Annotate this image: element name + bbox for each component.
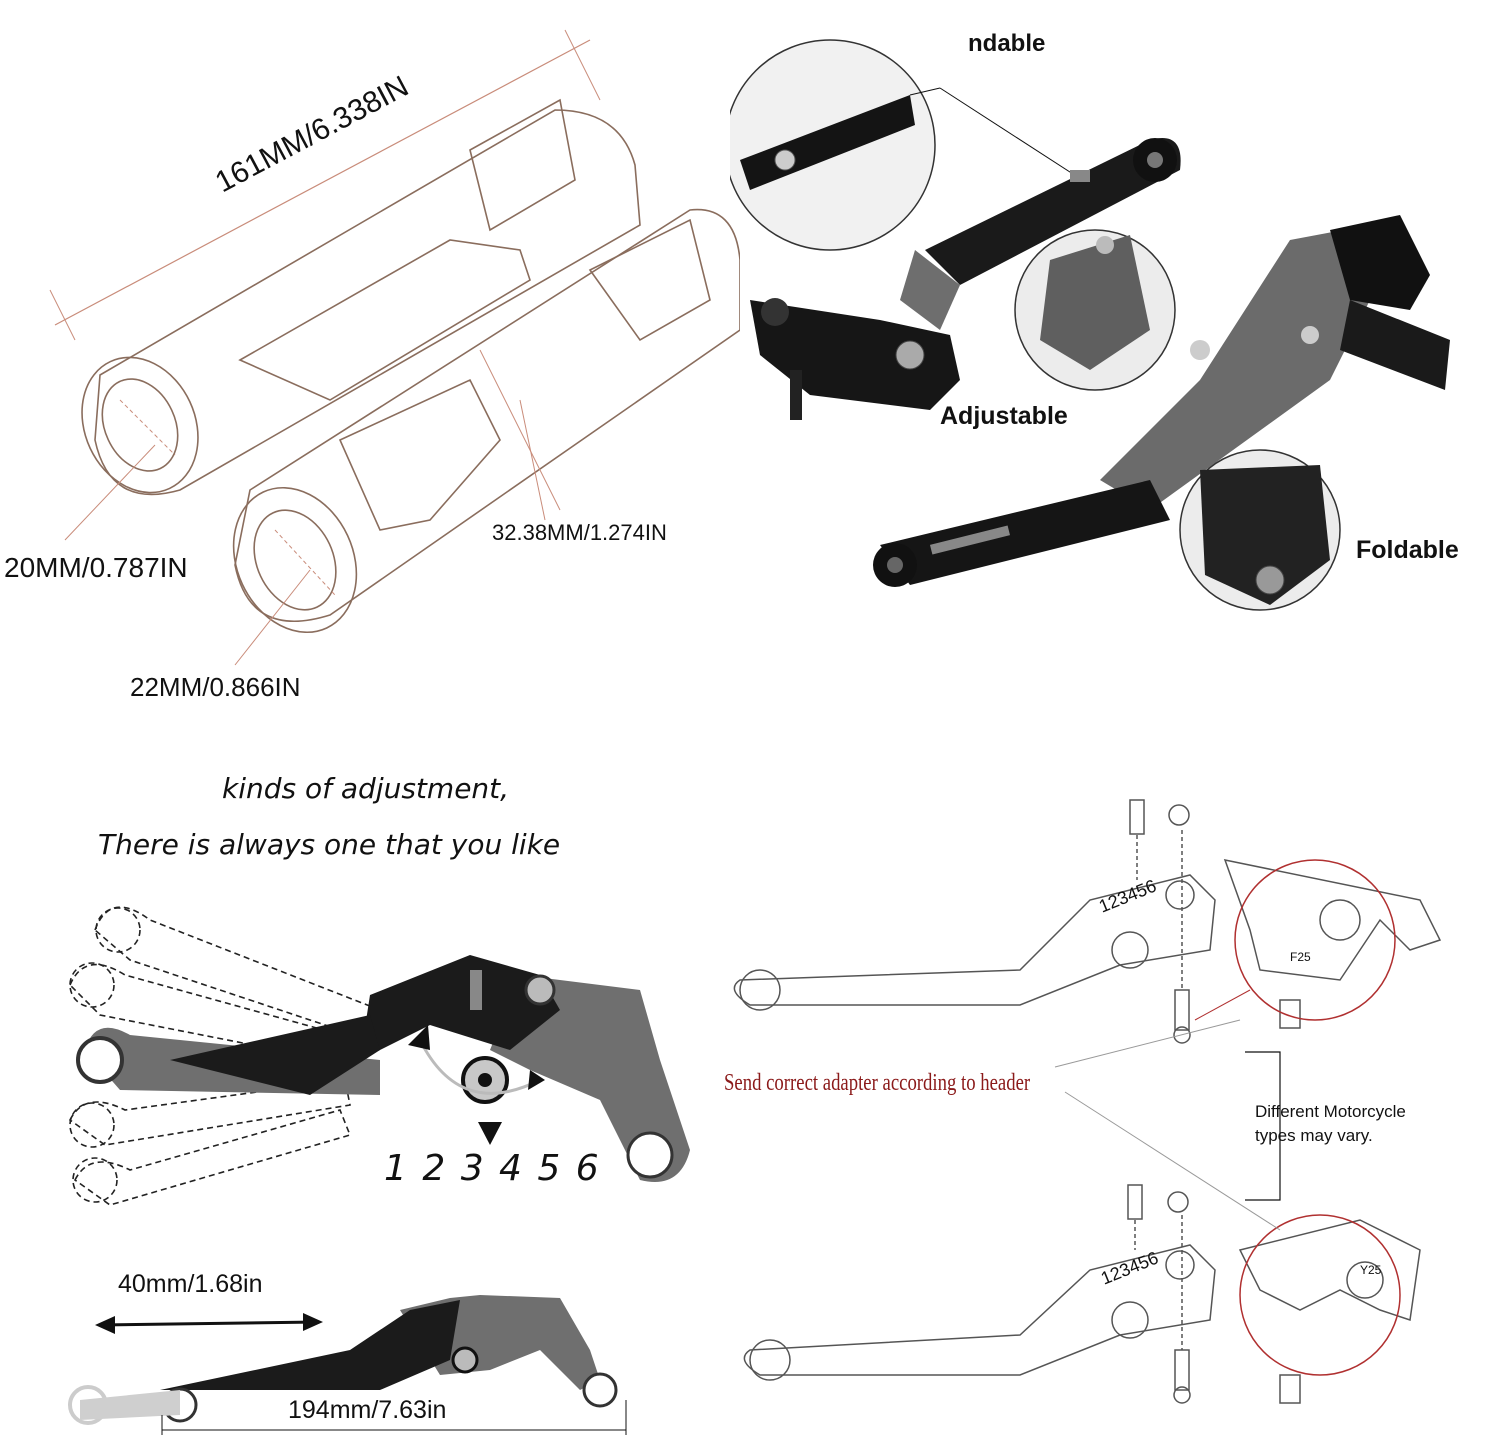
adapter-code-lower: Y25: [1360, 1263, 1382, 1277]
grip-left-diameter-label: 20MM/0.787IN: [4, 552, 188, 583]
levers-photo: ndable Adjustable Foldable: [730, 0, 1486, 640]
grip-outer-diameter-label: 32.38MM/1.274IN: [492, 520, 667, 545]
adjustment-diagram: kinds of adjustment, There is always one…: [0, 750, 720, 1439]
adjustment-heading-line2: There is always one that you like: [98, 828, 561, 861]
adjustment-levers-illustration: [68, 906, 690, 1435]
lever-length-label: 194mm/7.63in: [288, 1396, 447, 1424]
adjustable-label: Adjustable: [940, 402, 1068, 430]
levers-illustration: [730, 39, 1450, 611]
foldable-bottom-label: Foldable: [1356, 536, 1459, 564]
adapter-code-upper: F25: [1290, 950, 1311, 964]
grips-line-drawing: [49, 29, 740, 666]
adjustment-positions: 1 2 3 4 5 6: [384, 1148, 601, 1189]
types-note-line2: types may vary.: [1255, 1126, 1373, 1145]
foldable-top-label: ndable: [968, 30, 1046, 57]
grip-inner-diameter-label: 22MM/0.866IN: [130, 672, 301, 702]
adapter-note: Send correct adapter according to header: [724, 1070, 1031, 1096]
adapter-diagram: 123456 123456 F25 Y25 Send correct adapt…: [720, 790, 1486, 1430]
adapter-line-drawing: [733, 799, 1442, 1404]
grips-diagram: 161MM/6.338IN 32.38MM/1.274IN 20MM/0.787…: [0, 0, 740, 720]
extension-label: 40mm/1.68in: [118, 1270, 263, 1298]
adjustment-heading-line1: kinds of adjustment,: [222, 772, 510, 805]
types-note-line1: Different Motorcycle: [1255, 1102, 1406, 1121]
